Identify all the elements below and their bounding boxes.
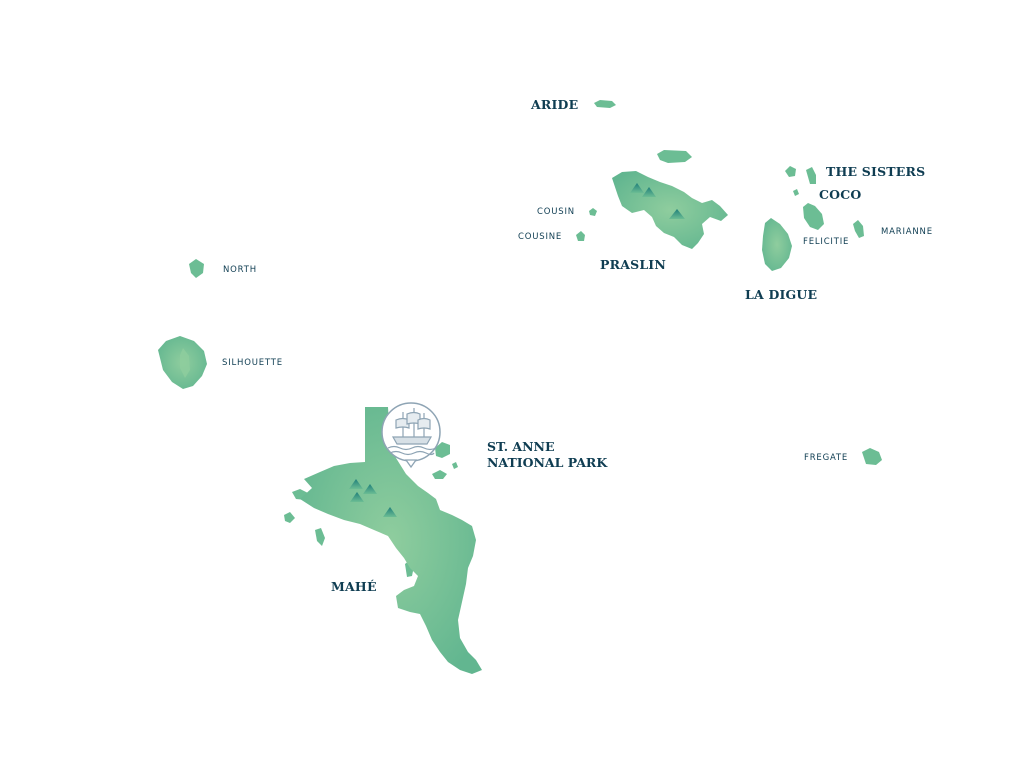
label-praslin: PRASLIN — [600, 257, 666, 272]
mountain-peak-icon — [630, 183, 644, 193]
label-fregate: FREGATE — [804, 453, 849, 463]
silhouette-ridge — [180, 348, 190, 378]
label-silhouette: SILHOUETTE — [222, 358, 283, 368]
island-conception[interactable] — [284, 512, 295, 523]
label-cousin: COUSIN — [537, 207, 575, 217]
island-moyenne[interactable] — [432, 470, 447, 479]
ship-icon — [387, 408, 437, 456]
mountain-peak-icon — [350, 492, 364, 502]
island-cousine[interactable] — [576, 231, 585, 241]
label-st-anne-line2: NATIONAL PARK — [487, 455, 608, 470]
label-la-digue: LA DIGUE — [745, 287, 818, 302]
island-praslin[interactable] — [612, 171, 728, 249]
mountain-peak-icon — [669, 209, 685, 219]
island-curieuse[interactable] — [657, 150, 692, 163]
island-cerf[interactable] — [452, 462, 458, 469]
island-north[interactable] — [189, 259, 204, 278]
island-la-digue[interactable] — [762, 218, 792, 271]
island-marianne[interactable] — [853, 220, 864, 238]
label-mahe: MAHÉ — [331, 579, 377, 594]
mountain-peak-icon — [642, 187, 656, 197]
praslin-peaks — [630, 183, 685, 219]
mahe-peaks — [349, 479, 397, 517]
label-aride: ARIDE — [531, 97, 579, 112]
mountain-peak-icon — [383, 507, 397, 517]
island-coco[interactable] — [793, 189, 799, 196]
label-felicitie: FELICITIE — [803, 237, 850, 247]
label-st-anne-line1: ST. ANNE — [487, 439, 555, 454]
island-felicitie[interactable] — [803, 203, 824, 230]
island-cousin[interactable] — [589, 208, 597, 216]
ship-marker-icon[interactable] — [381, 402, 441, 469]
island-l-islette[interactable] — [315, 528, 325, 546]
label-coco: COCO — [819, 187, 862, 202]
label-cousine: COUSINE — [518, 232, 563, 242]
mountain-peak-icon — [363, 484, 377, 494]
island-sisters-1[interactable] — [785, 166, 796, 177]
island-sisters-2[interactable] — [806, 167, 816, 184]
label-st-anne-national-park: ST. ANNE NATIONAL PARK — [487, 439, 607, 471]
island-fregate[interactable] — [862, 448, 882, 465]
island-mahe[interactable] — [300, 407, 482, 674]
label-the-sisters: THE SISTERS — [826, 164, 926, 179]
island-st-anne[interactable] — [435, 442, 450, 458]
label-north: NORTH — [223, 265, 257, 275]
marker-pointer — [404, 459, 418, 469]
island-aride[interactable] — [594, 100, 616, 108]
label-marianne: MARIANNE — [881, 227, 933, 237]
mountain-peak-icon — [349, 479, 363, 489]
